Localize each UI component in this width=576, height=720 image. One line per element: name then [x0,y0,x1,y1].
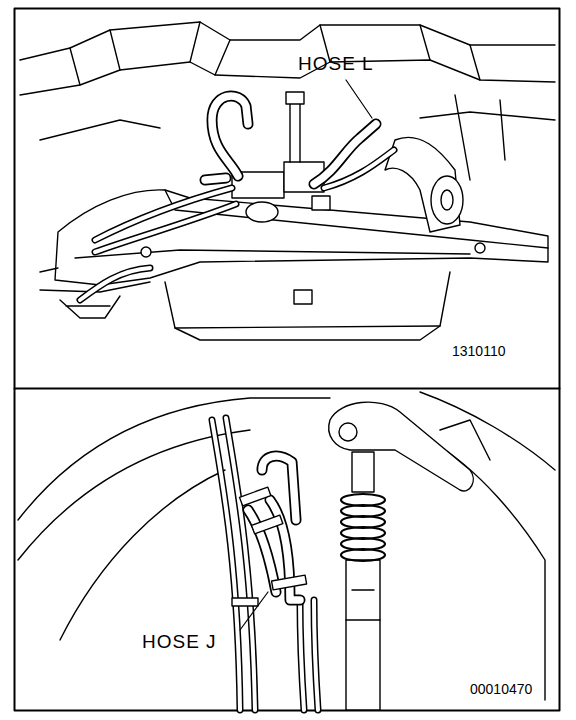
tube-core [226,418,255,710]
fuel-tank [60,272,450,340]
coil-spring [341,494,385,561]
tube-core [300,600,304,710]
wheel-arch [18,392,555,700]
tube-core [212,96,248,176]
leader-line [240,592,268,630]
tube-core [314,600,318,710]
tube-core [212,420,240,710]
strut-assembly [346,452,380,710]
hose-clamps [232,487,307,606]
floor-pan [20,22,555,180]
leader-line [346,80,372,118]
panel-divider [15,388,560,390]
tube-core [95,204,236,252]
figure-frame [15,9,560,711]
tube-core [80,268,150,300]
spring-coil [341,549,385,561]
figure-number: 00010470 [470,682,532,696]
part-name: HOSE L [298,54,374,73]
tube-core [314,124,376,184]
pipe-line [212,418,318,710]
hose [205,96,376,184]
tube-core [205,178,226,180]
part-name: HOSE J [142,632,217,651]
figure-number: 1310110 [452,344,505,358]
